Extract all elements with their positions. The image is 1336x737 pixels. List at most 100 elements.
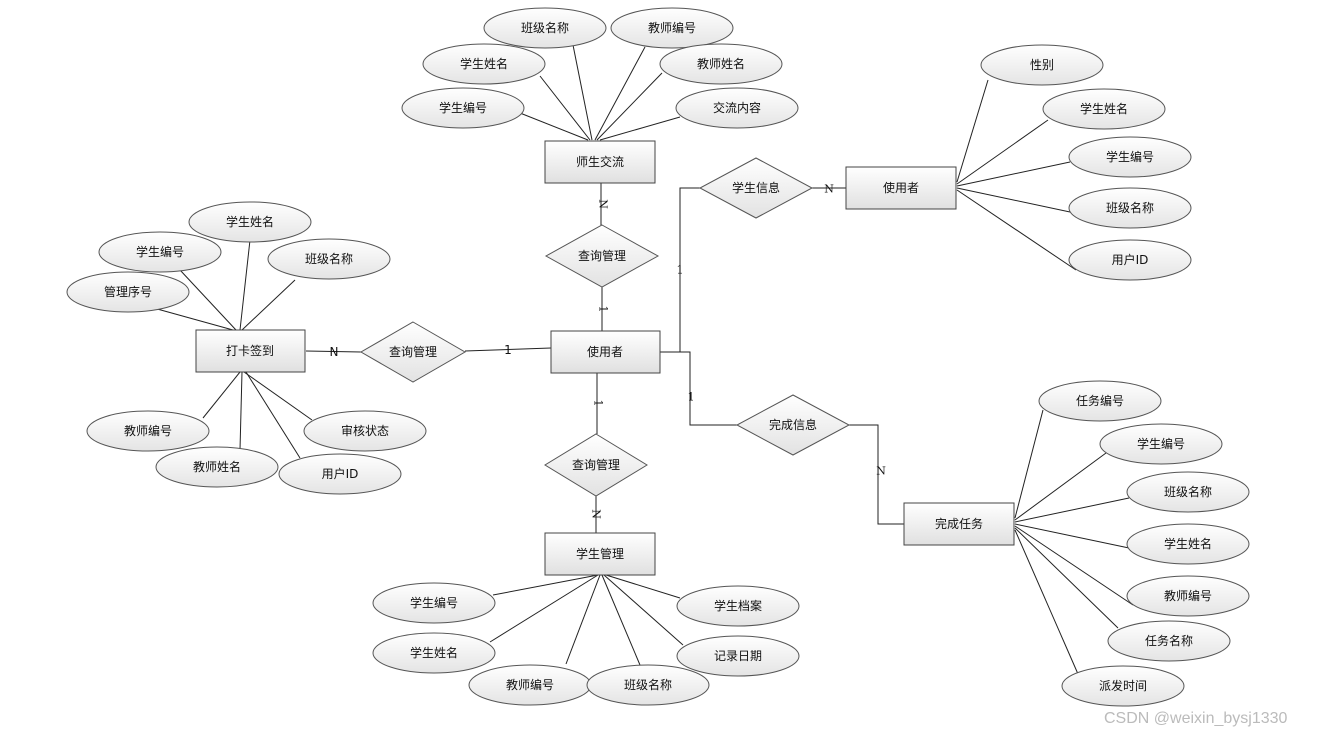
attr-ex-tno: 教师编号 [610,7,734,49]
watermark: CSDN @weixin_bysj1330 [1104,710,1288,727]
attr-u-class: 班级名称 [1068,187,1192,229]
attr-c-status: 审核状态 [303,410,427,452]
attr-ex-sname-label: 学生姓名 [460,56,508,71]
attr-ex-class: 班级名称 [483,7,607,49]
attr-t-class-label: 班级名称 [1164,484,1212,499]
attr-c-uid-label: 用户ID [322,466,359,481]
entity-user-center: 使用者 [550,330,661,374]
entity-exchange-label: 师生交流 [576,154,624,169]
cardinality-labels: N 1 N 1 1 N N 1 1 N [330,183,887,520]
attr-u-uid-label: 用户ID [1112,252,1149,267]
attr-s-date-label: 记录日期 [714,649,762,663]
attr-s-file-label: 学生档案 [714,598,762,613]
relation-query-top-label: 查询管理 [578,248,626,263]
attr-t-teacher-label: 教师编号 [1164,588,1212,603]
card-top-n: N [597,199,610,209]
attr-ex-tname-label: 教师姓名 [697,56,745,71]
attr-ex-class-label: 班级名称 [521,20,569,35]
attr-c-uid: 用户ID [278,453,402,495]
attr-c-sname: 学生姓名 [188,201,312,243]
attr-s-class-label: 班级名称 [624,677,672,692]
card-bottom-n: N [590,509,603,519]
attr-u-sno-label: 学生编号 [1106,149,1154,164]
attr-c-class-label: 班级名称 [305,251,353,266]
attr-c-tname-label: 教师姓名 [193,459,241,474]
connector-lines [149,44,1134,675]
attr-c-seq: 管理序号 [66,271,190,313]
relation-query-left-label: 查询管理 [389,344,437,359]
attr-t-time: 派发时间 [1061,665,1185,707]
attr-t-sname: 学生姓名 [1126,523,1250,565]
card-info-1: 1 [677,264,684,277]
attr-t-sname-label: 学生姓名 [1164,536,1212,551]
attr-s-sno: 学生编号 [372,582,496,624]
attr-t-sno-label: 学生编号 [1137,436,1185,451]
card-bottom-1: 1 [592,400,605,407]
attr-s-sname-label: 学生姓名 [410,645,458,660]
attr-t-tno: 任务编号 [1038,380,1162,422]
attr-t-teacher: 教师编号 [1126,575,1250,617]
relation-complete-info: 完成信息 [735,394,851,456]
attr-c-sno-label: 学生编号 [136,244,184,259]
attr-t-tname: 任务名称 [1107,620,1231,662]
attr-ex-content: 交流内容 [675,87,799,129]
attr-s-file: 学生档案 [676,585,800,627]
attr-s-class: 班级名称 [586,664,710,706]
relation-complete-info-label: 完成信息 [769,417,817,432]
attr-ex-content-label: 交流内容 [713,100,761,115]
attr-c-seq-label: 管理序号 [104,284,152,299]
relation-query-bottom: 查询管理 [544,433,648,497]
card-task-n: N [876,465,886,478]
entity-student-mgmt: 学生管理 [544,532,656,576]
attr-c-tno: 教师编号 [86,410,210,452]
card-info-n: N [824,183,834,196]
attr-s-tno-label: 教师编号 [506,677,554,692]
attr-ex-tno-label: 教师编号 [648,20,696,35]
attr-u-uid: 用户ID [1068,239,1192,281]
card-top-1: 1 [597,306,610,313]
relation-student-info: 学生信息 [698,157,814,219]
attr-t-time-label: 派发时间 [1099,678,1147,693]
attr-s-tno: 教师编号 [468,664,592,706]
relation-student-info-label: 学生信息 [732,180,780,195]
attr-c-status-label: 审核状态 [341,423,389,438]
attr-u-sname: 学生姓名 [1042,88,1166,130]
attr-s-date: 记录日期 [676,635,800,677]
entity-task-label: 完成任务 [935,516,983,531]
attr-u-gender-label: 性别 [1030,58,1054,72]
entity-checkin: 打卡签到 [195,329,306,373]
card-left-1: 1 [504,343,512,357]
entity-checkin-label: 打卡签到 [226,343,274,358]
entity-exchange: 师生交流 [544,140,656,184]
attr-t-tname-label: 任务名称 [1145,633,1193,648]
relation-query-bottom-label: 查询管理 [572,457,620,472]
attr-ex-tname: 教师姓名 [659,43,783,85]
attr-s-sno-label: 学生编号 [410,595,458,610]
attr-c-tno-label: 教师编号 [124,423,172,438]
entity-user-right-label: 使用者 [883,180,919,195]
card-task-1: 1 [688,391,695,404]
attr-s-sname: 学生姓名 [372,632,496,674]
entity-task: 完成任务 [903,502,1015,546]
attr-t-class: 班级名称 [1126,471,1250,513]
attr-u-sname-label: 学生姓名 [1080,101,1128,116]
entity-student-mgmt-label: 学生管理 [576,546,624,561]
attr-c-sname-label: 学生姓名 [226,214,274,229]
attr-u-class-label: 班级名称 [1106,200,1154,215]
attr-c-class: 班级名称 [267,238,391,280]
attr-u-sno: 学生编号 [1068,136,1192,178]
attr-ex-sno-label: 学生编号 [439,100,487,115]
relation-query-top: 查询管理 [544,224,660,288]
attr-c-tname: 教师姓名 [155,446,279,488]
attr-t-sno: 学生编号 [1099,423,1223,465]
attr-t-tno-label: 任务编号 [1076,393,1124,408]
attr-c-sno: 学生编号 [98,231,222,273]
card-left-n: N [330,345,339,359]
attr-ex-sname: 学生姓名 [422,43,546,85]
attr-ex-sno: 学生编号 [401,87,525,129]
relation-query-left: 查询管理 [359,321,467,383]
attr-u-gender: 性别 [980,44,1104,86]
entity-user-center-label: 使用者 [587,344,623,359]
entity-user-right: 使用者 [845,166,957,210]
